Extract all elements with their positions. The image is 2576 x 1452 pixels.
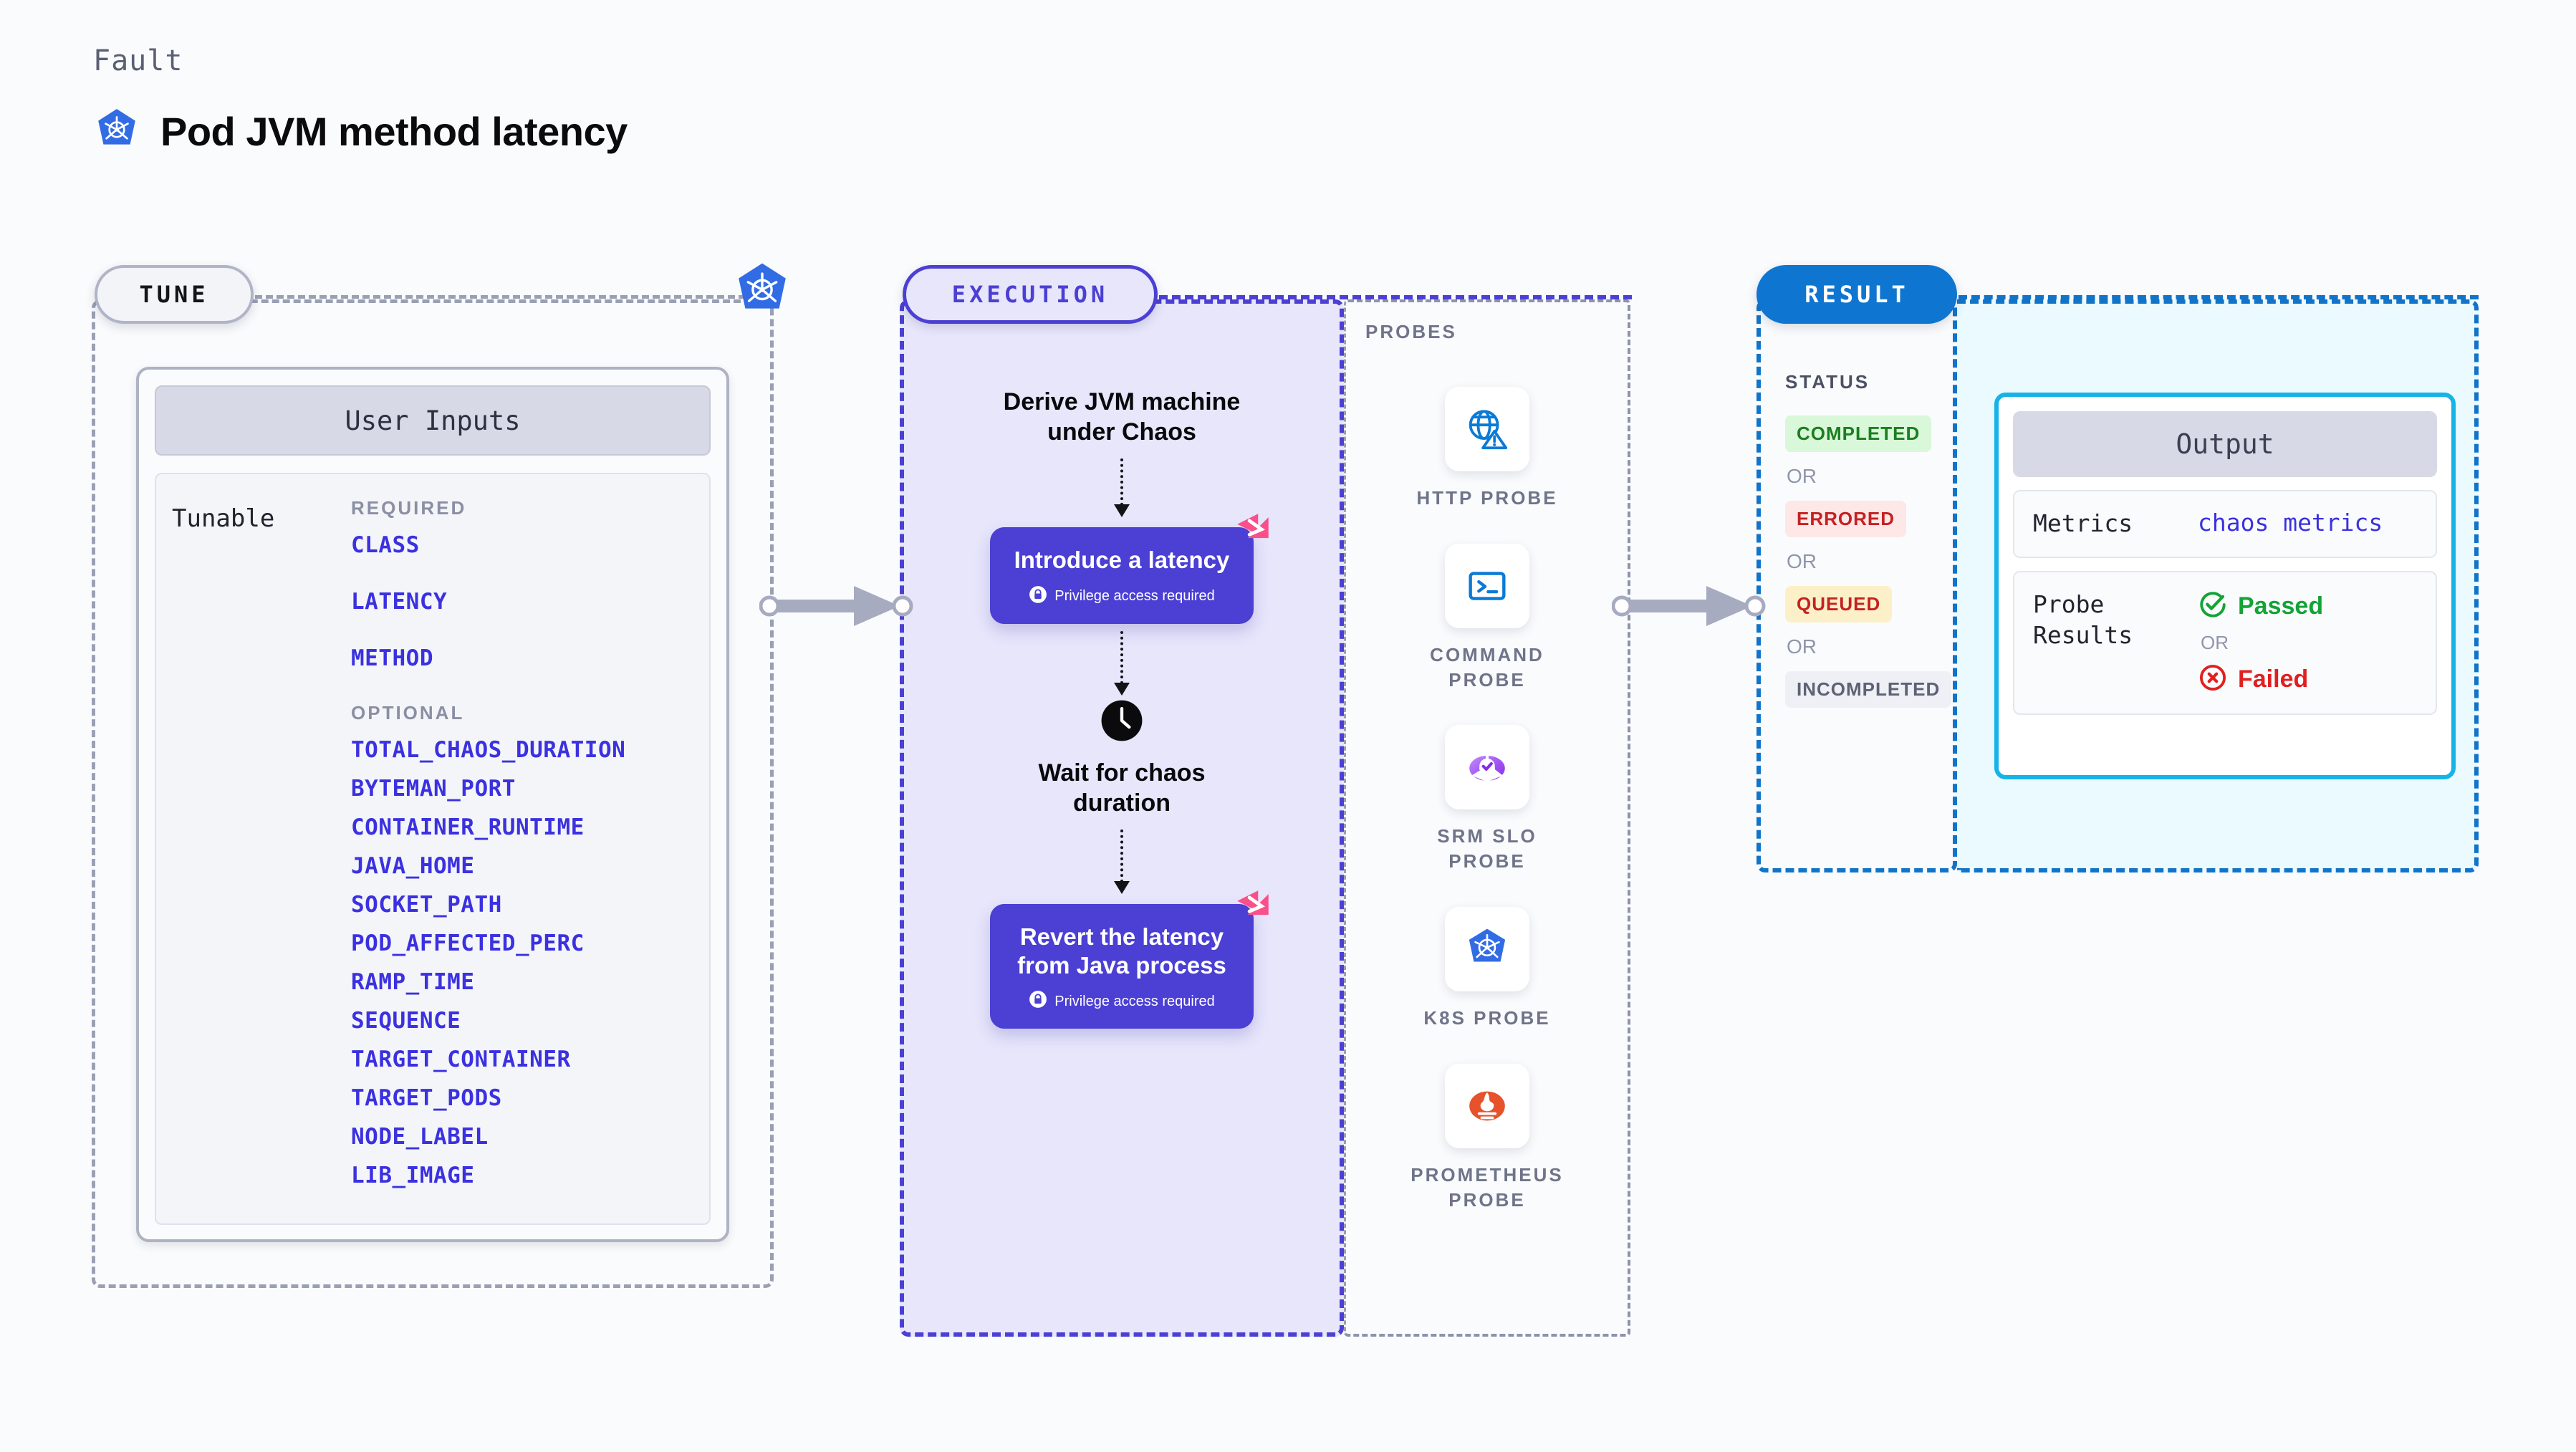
page-header: Fault Pod JVM method latency — [93, 44, 628, 155]
status-list: COMPLETED OR ERRORED OR QUEUED OR INCOMP… — [1785, 415, 1952, 708]
probe-failed-label: Failed — [2238, 665, 2309, 693]
param-class[interactable]: CLASS — [351, 532, 420, 558]
probe-passed-label: Passed — [2238, 592, 2324, 620]
tunable-box: Tunable REQUIRED CLASS LATENCY METHOD OP… — [155, 473, 711, 1225]
execution-flow: Derive JVM machine under Chaos Introduce… — [900, 387, 1344, 1029]
optional-group-label: OPTIONAL — [351, 702, 465, 723]
harness-icon — [1232, 885, 1274, 931]
connector-arrow-down-2 — [1114, 630, 1130, 696]
arrow-right-icon — [1611, 580, 1767, 635]
or-separator-1: OR — [1787, 465, 1817, 487]
tab-execution[interactable]: EXECUTION — [903, 265, 1158, 324]
slo-donut-icon — [1445, 725, 1529, 810]
probe-passed-row: Passed — [2198, 590, 2323, 623]
metrics-key: Metrics — [2033, 509, 2133, 537]
introduce-latency-title: Introduce a latency — [1014, 547, 1230, 574]
param-lib-image[interactable]: LIB_IMAGE — [351, 1163, 475, 1188]
tune-section-boundary — [92, 299, 774, 1288]
user-inputs-card: User Inputs Tunable REQUIRED CLASS LATEN… — [136, 367, 729, 1242]
param-method[interactable]: METHOD — [351, 645, 433, 671]
param-ramp-time[interactable]: RAMP_TIME — [351, 969, 475, 995]
param-socket-path[interactable]: SOCKET_PATH — [351, 892, 502, 918]
status-badge-incompleted: INCOMPLETED — [1785, 671, 1952, 708]
x-circle-icon — [2198, 663, 2228, 696]
probe-label-k8s: K8S PROBE — [1423, 1007, 1551, 1029]
user-inputs-header: User Inputs — [155, 385, 711, 456]
tab-result[interactable]: RESULT — [1756, 265, 1957, 324]
probe-item-prometheus[interactable]: PROMETHEUS PROBE — [1369, 1063, 1605, 1213]
execution-leader-line — [1159, 295, 1632, 299]
probe-item-k8s[interactable]: K8S PROBE — [1369, 907, 1605, 1031]
or-separator-3: OR — [1787, 635, 1817, 658]
required-group-label: REQUIRED — [351, 497, 467, 519]
optional-params-list: TOTAL_CHAOS_DURATION BYTEMAN_PORT CONTAI… — [351, 737, 696, 1188]
param-latency[interactable]: LATENCY — [351, 589, 448, 615]
param-target-container[interactable]: TARGET_CONTAINER — [351, 1047, 571, 1072]
privilege-note-row: Privilege access required — [1006, 585, 1238, 608]
result-leader-line — [1959, 295, 2479, 299]
prometheus-icon — [1445, 1063, 1529, 1148]
probe-item-http[interactable]: HTTP PROBE — [1369, 387, 1605, 511]
revert-latency-card[interactable]: Revert the latency from Java process Pri… — [990, 890, 1269, 1029]
required-params-list: CLASS LATENCY METHOD — [351, 532, 696, 671]
tab-tune[interactable]: TUNE — [95, 265, 254, 324]
connector-arrow-down — [1114, 458, 1130, 518]
terminal-icon — [1445, 543, 1529, 628]
status-badge-errored: ERRORED — [1785, 501, 1907, 537]
probe-results-row: Probe Results Passed OR — [2013, 570, 2437, 715]
probe-or-separator: OR — [2201, 631, 2229, 653]
connector-arrow-down-3 — [1114, 829, 1130, 894]
kubernetes-icon — [1445, 907, 1529, 992]
probe-label-http: HTTP PROBE — [1416, 487, 1558, 509]
lock-icon — [1029, 990, 1047, 1013]
status-label: STATUS — [1785, 371, 1870, 393]
tunable-label: Tunable — [172, 504, 275, 533]
privilege-note-text: Privilege access required — [1054, 588, 1215, 605]
param-node-label[interactable]: NODE_LABEL — [351, 1124, 489, 1150]
or-separator-2: OR — [1787, 550, 1817, 572]
param-java-home[interactable]: JAVA_HOME — [351, 853, 475, 879]
derive-jvm-step-label: Derive JVM machine under Chaos — [1003, 388, 1241, 446]
lock-icon — [1029, 585, 1047, 608]
status-badge-completed: COMPLETED — [1785, 415, 1932, 452]
page-title: Pod JVM method latency — [160, 108, 628, 154]
wait-chaos-step-label: Wait for chaos duration — [1038, 759, 1206, 817]
eyebrow-label: Fault — [93, 44, 183, 77]
probe-item-srm-slo[interactable]: SRM SLO PROBE — [1369, 725, 1605, 874]
output-card: Output Metrics chaos metrics Probe Resul… — [1994, 393, 2456, 779]
clock-icon — [1100, 698, 1144, 746]
status-badge-queued: QUEUED — [1785, 586, 1893, 622]
probes-section-boundary — [1344, 299, 1630, 1337]
arrow-right-icon — [759, 580, 914, 635]
title-row: Pod JVM method latency — [93, 107, 628, 155]
param-byteman-port[interactable]: BYTEMAN_PORT — [351, 776, 516, 802]
metrics-value-link[interactable]: chaos metrics — [2198, 509, 2383, 537]
metrics-row: Metrics chaos metrics — [2013, 490, 2437, 558]
probe-failed-row: Failed — [2198, 663, 2323, 696]
param-sequence[interactable]: SEQUENCE — [351, 1008, 461, 1034]
probe-label-prometheus: PROMETHEUS PROBE — [1410, 1163, 1564, 1211]
privilege-note-row-2: Privilege access required — [1006, 990, 1238, 1013]
probe-label-srm-slo: SRM SLO PROBE — [1437, 825, 1537, 872]
probe-item-command[interactable]: COMMAND PROBE — [1369, 543, 1605, 693]
revert-latency-title: Revert the latency from Java process — [1017, 923, 1226, 979]
harness-icon — [1232, 509, 1274, 554]
probes-title: PROBES — [1365, 321, 1457, 342]
globe-warning-icon — [1445, 387, 1529, 471]
kubernetes-icon — [93, 107, 140, 155]
probes-list: HTTP PROBE COMMAND PROBE — [1344, 387, 1630, 1213]
tune-leader-line — [255, 295, 756, 299]
output-header: Output — [2013, 411, 2437, 477]
param-total-chaos-duration[interactable]: TOTAL_CHAOS_DURATION — [351, 737, 626, 763]
check-circle-icon — [2198, 590, 2228, 623]
param-container-runtime[interactable]: CONTAINER_RUNTIME — [351, 814, 585, 840]
probe-label-command: COMMAND PROBE — [1430, 643, 1544, 691]
kubernetes-icon — [732, 261, 792, 325]
probe-results-key: Probe Results — [2033, 590, 2133, 649]
privilege-note-text-2: Privilege access required — [1054, 993, 1215, 1009]
param-pod-affected-perc[interactable]: POD_AFFECTED_PERC — [351, 931, 585, 956]
introduce-latency-card[interactable]: Introduce a latency Privilege access req… — [990, 514, 1269, 624]
param-target-pods[interactable]: TARGET_PODS — [351, 1085, 502, 1111]
